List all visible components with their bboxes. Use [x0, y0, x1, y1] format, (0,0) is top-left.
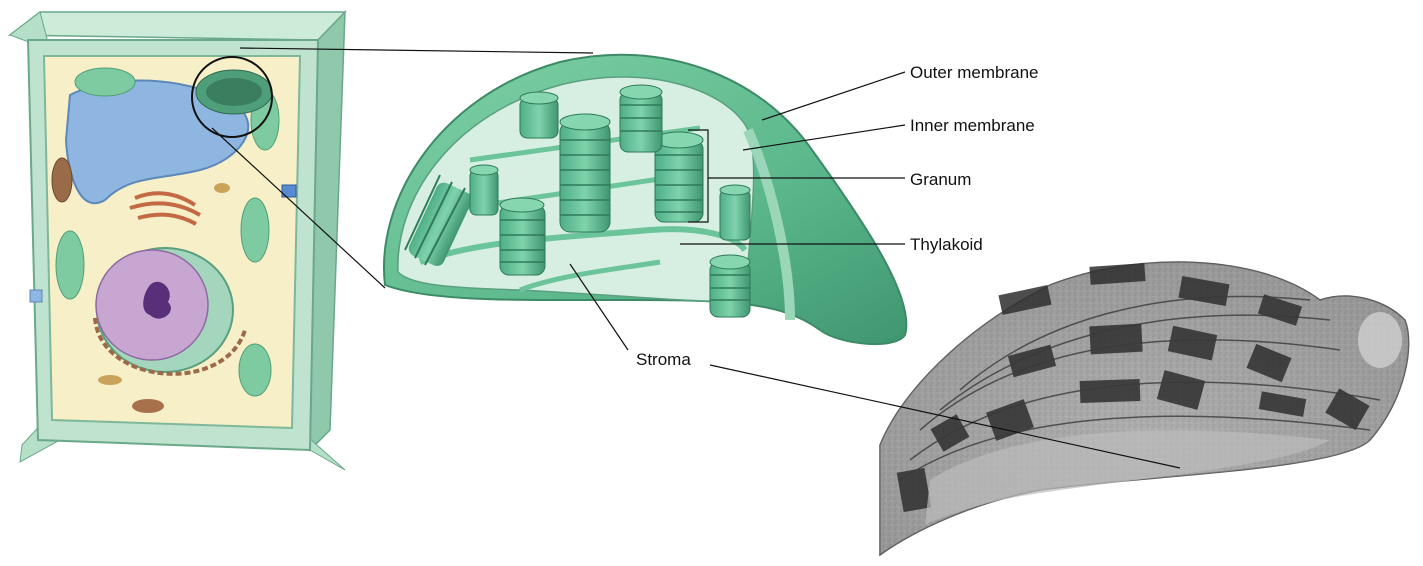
label-granum: Granum — [910, 170, 971, 190]
label-outer-membrane: Outer membrane — [910, 63, 1039, 83]
leader-outer-membrane — [762, 72, 905, 120]
label-inner-membrane: Inner membrane — [910, 116, 1035, 136]
label-stroma: Stroma — [636, 350, 691, 370]
plant-cell — [10, 12, 345, 470]
label-thylakoid: Thylakoid — [910, 235, 983, 255]
electron-micrograph — [880, 262, 1409, 555]
